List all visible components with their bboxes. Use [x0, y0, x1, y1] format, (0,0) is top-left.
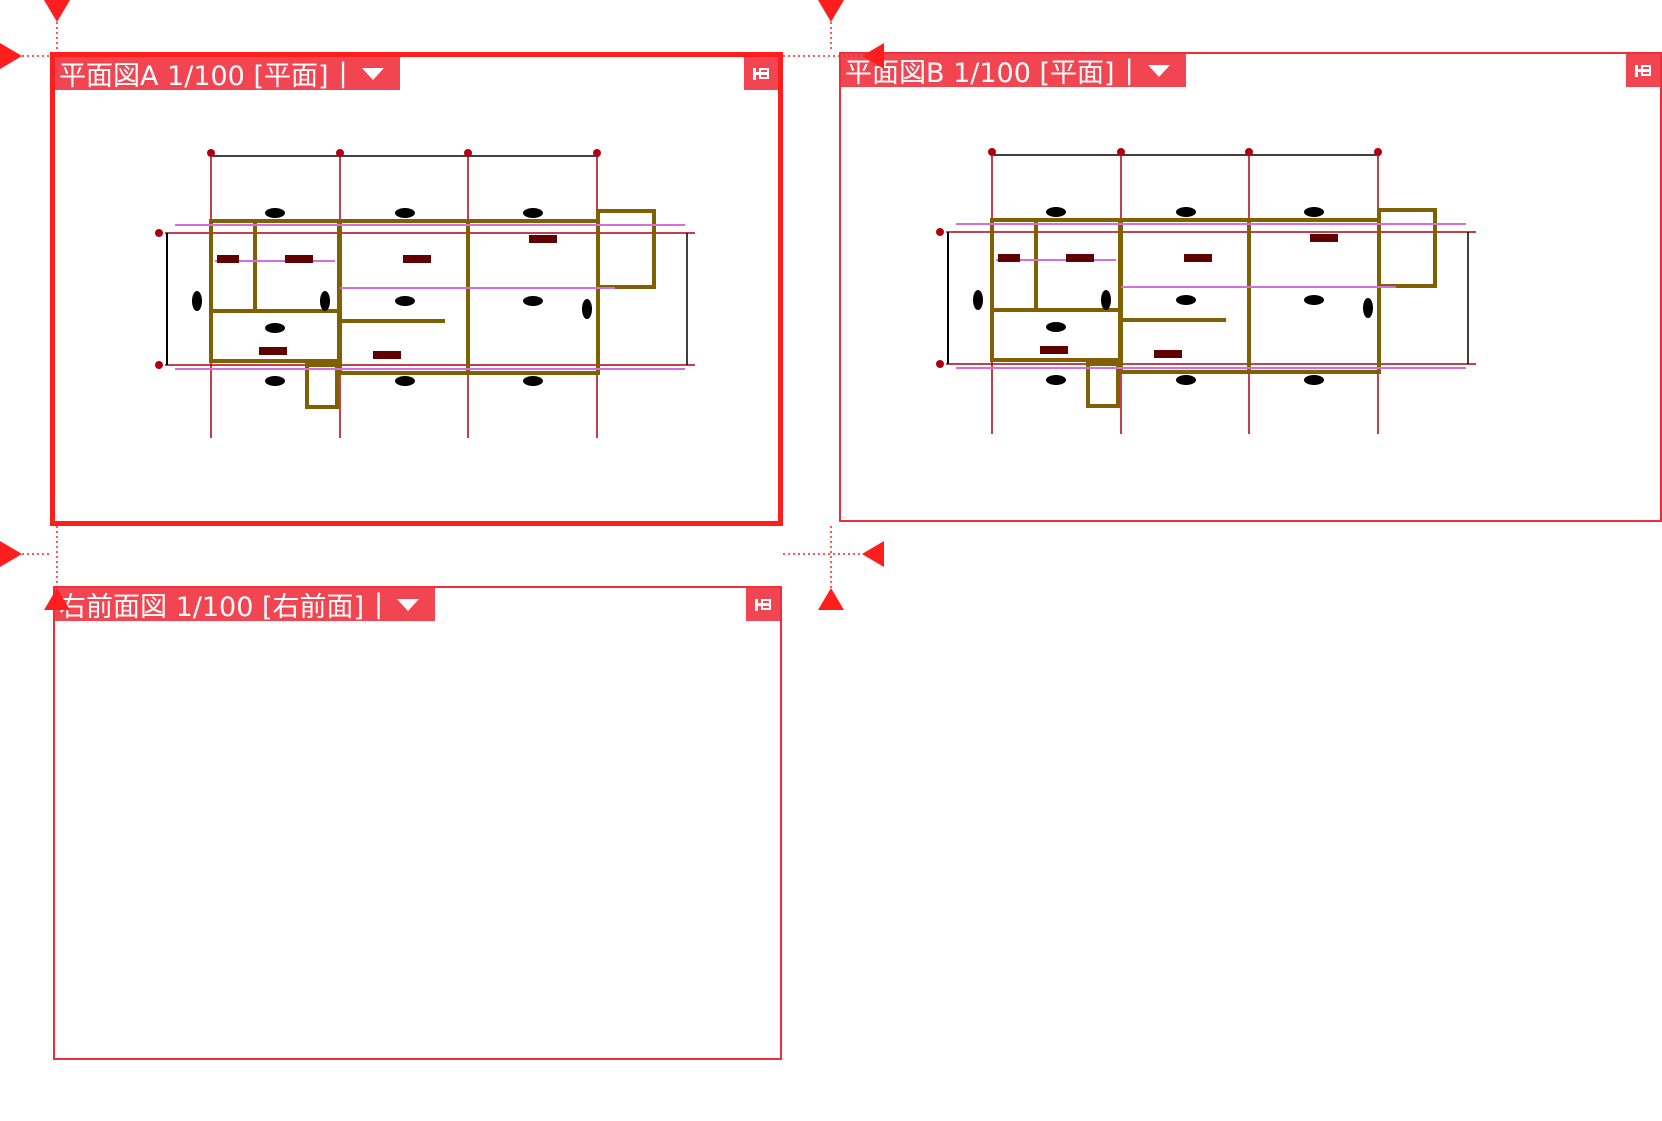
pin-icon: [1635, 64, 1651, 77]
pin-button-b[interactable]: [1626, 54, 1660, 87]
viewport-title-b: 平面図B 1/100 [平面]: [845, 58, 1115, 89]
viewport-title-c: 右前面図 1/100 [右前面]: [59, 592, 365, 623]
resize-handle-icon: [818, 0, 844, 22]
viewport-tab-b[interactable]: 平面図B 1/100 [平面] |: [841, 54, 1186, 89]
tab-separator: |: [374, 589, 384, 620]
pin-icon: [755, 598, 771, 611]
floor-plan-drawing-a[interactable]: [155, 143, 715, 443]
viewport-plan-b[interactable]: 平面図B 1/100 [平面] |: [839, 52, 1662, 522]
tab-separator: |: [1124, 55, 1134, 86]
resize-handle-icon: [818, 588, 844, 610]
resize-handle-icon: [862, 541, 884, 567]
chevron-down-icon[interactable]: [1147, 64, 1170, 77]
chevron-down-icon[interactable]: [397, 598, 420, 611]
viewport-plan-a[interactable]: 平面図A 1/100 [平面] |: [50, 52, 783, 526]
viewport-tab-c[interactable]: 右前面図 1/100 [右前面] |: [55, 588, 436, 623]
floor-plan-drawing-b[interactable]: [936, 142, 1496, 442]
viewport-tab-a[interactable]: 平面図A 1/100 [平面] |: [55, 57, 400, 92]
resize-handle-icon: [0, 43, 22, 69]
resize-handle-icon: [44, 0, 70, 22]
tab-separator: |: [338, 58, 348, 89]
pin-button-a[interactable]: [744, 57, 778, 90]
viewport-elevation[interactable]: 右前面図 1/100 [右前面] |: [53, 586, 782, 1060]
resize-handle-icon: [0, 541, 22, 567]
viewport-title-a: 平面図A 1/100 [平面]: [59, 61, 329, 92]
chevron-down-icon[interactable]: [361, 67, 384, 80]
pin-icon: [753, 67, 769, 80]
pin-button-c[interactable]: [746, 588, 780, 621]
